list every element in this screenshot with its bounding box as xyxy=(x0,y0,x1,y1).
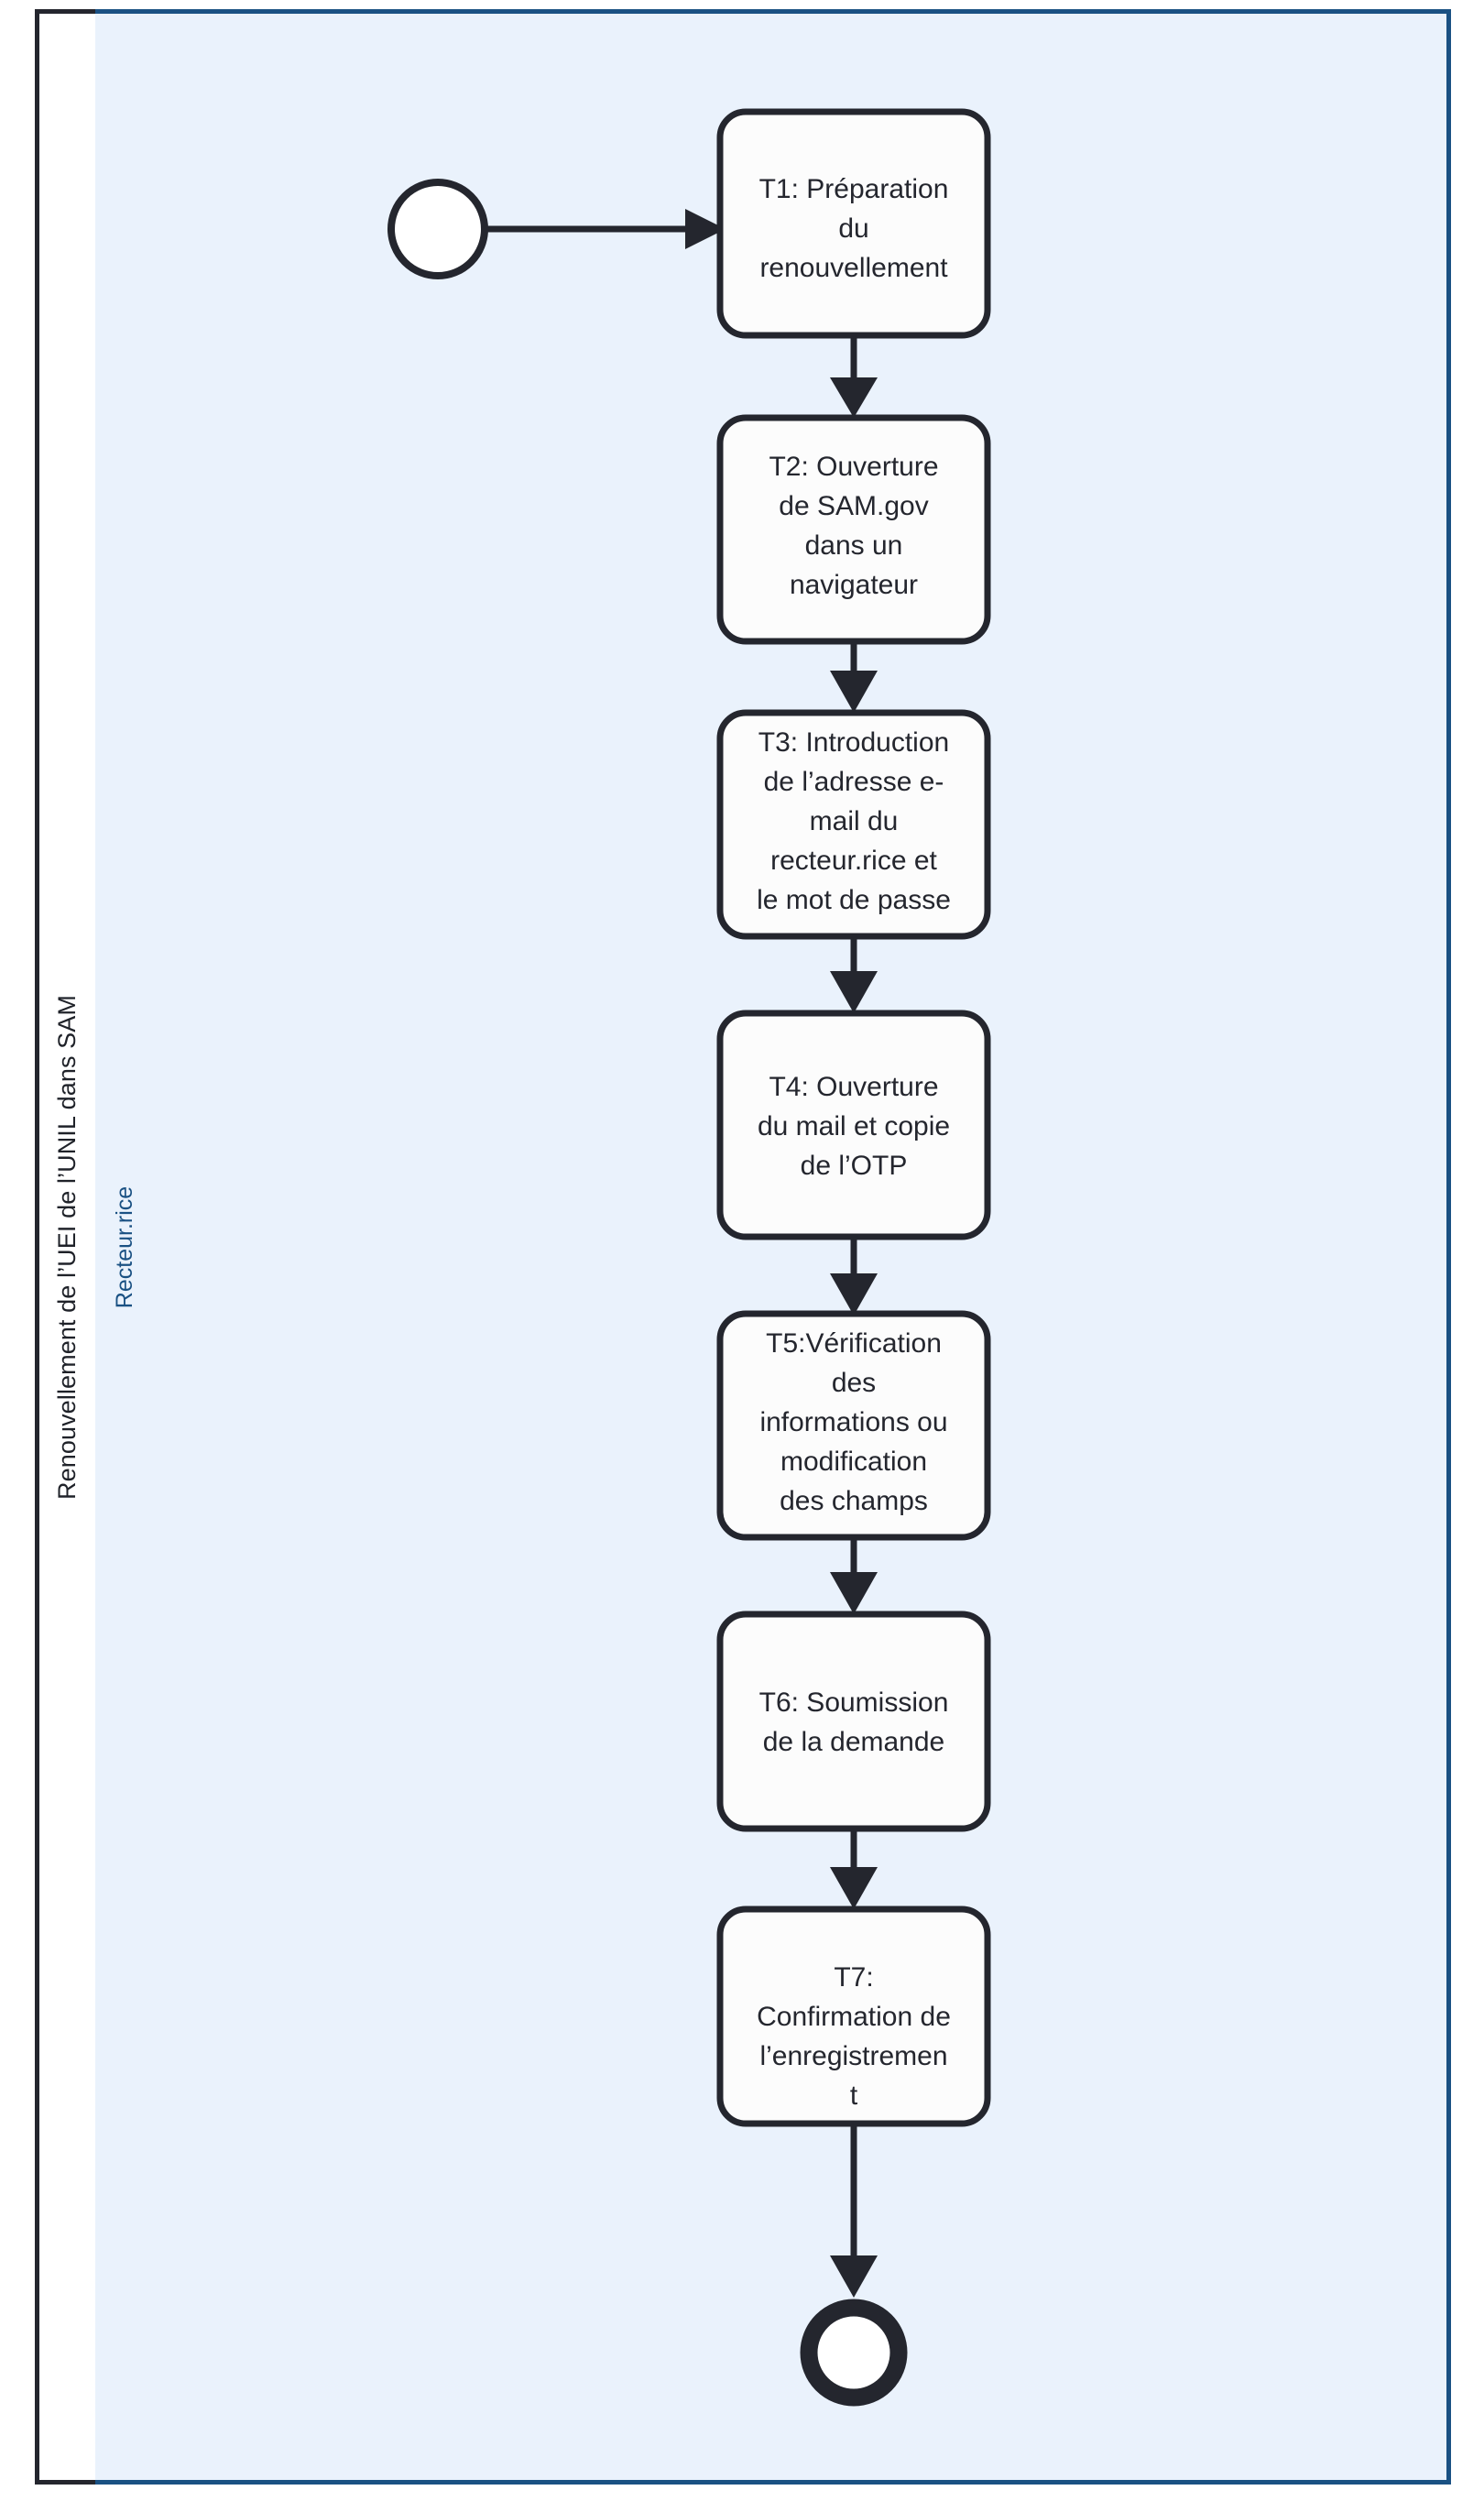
pool-header: Renouvellement de l’UEI de l’UNIL dans S… xyxy=(35,9,95,2485)
task-t4-line-2: du mail et copie xyxy=(758,1111,950,1141)
task-t5-line-4: modification xyxy=(780,1447,927,1477)
task-t7[interactable]: T7: Confirmation de l’enregistremen t xyxy=(716,1906,991,2127)
task-t2-line-3: dans un xyxy=(805,530,903,561)
task-t6[interactable]: T6: Soumission de la demande xyxy=(716,1611,991,1832)
flow-t2-to-t3 xyxy=(830,641,878,713)
flow-t6-to-t7 xyxy=(830,1829,878,1909)
task-t1-line-1: T1: Préparation xyxy=(759,174,949,204)
task-t3-line-5: le mot de passe xyxy=(757,885,951,915)
task-t7-line-2: Confirmation de xyxy=(757,2002,951,2032)
task-t2-line-1: T2: Ouverture xyxy=(769,452,938,482)
task-t1-line-2: du xyxy=(838,213,868,244)
task-t3-line-3: mail du xyxy=(810,806,899,836)
task-t1-line-3: renouvellement xyxy=(759,253,948,283)
task-t3-line-1: T3: Introduction xyxy=(758,727,949,758)
task-t5-line-5: des champs xyxy=(780,1486,928,1516)
task-t5-line-3: informations ou xyxy=(759,1407,947,1437)
task-t2[interactable]: T2: Ouverture de SAM.gov dans un navigat… xyxy=(716,414,991,645)
task-t7-line-3: l’enregistremen xyxy=(759,2041,947,2071)
task-t3-line-2: de l’adresse e- xyxy=(764,767,944,797)
task-t1[interactable]: T1: Préparation du renouvellement xyxy=(716,108,991,339)
task-t3[interactable]: T3: Introduction de l’adresse e- mail du… xyxy=(716,709,991,940)
task-t6-line-2: de la demande xyxy=(763,1727,945,1757)
end-event[interactable] xyxy=(800,2299,908,2407)
task-t5-line-1: T5:Vérification xyxy=(766,1328,942,1359)
task-t4[interactable]: T4: Ouverture du mail et copie de l’OTP xyxy=(716,1010,991,1240)
flow-t5-to-t6 xyxy=(830,1537,878,1614)
task-t4-line-1: T4: Ouverture xyxy=(769,1072,938,1102)
task-t6-line-1: T6: Soumission xyxy=(759,1687,949,1718)
task-t5[interactable]: T5:Vérification des informations ou modi… xyxy=(716,1310,991,1541)
flow-start-to-t1 xyxy=(485,209,726,249)
flow-t7-to-end xyxy=(830,2124,878,2298)
task-t7-line-1: T7: xyxy=(834,1962,873,1993)
task-t5-line-2: des xyxy=(832,1368,876,1398)
flow-t4-to-t5 xyxy=(830,1237,878,1316)
task-t7-line-4: t xyxy=(850,2081,858,2111)
task-t4-line-3: de l’OTP xyxy=(801,1151,908,1181)
flow-t3-to-t4 xyxy=(830,936,878,1013)
flow-t1-to-t2 xyxy=(830,335,878,418)
task-t3-line-4: recteur.rice et xyxy=(770,846,937,876)
start-event[interactable] xyxy=(387,179,488,279)
task-t2-line-4: navigateur xyxy=(790,570,918,600)
task-t2-line-2: de SAM.gov xyxy=(779,491,928,521)
